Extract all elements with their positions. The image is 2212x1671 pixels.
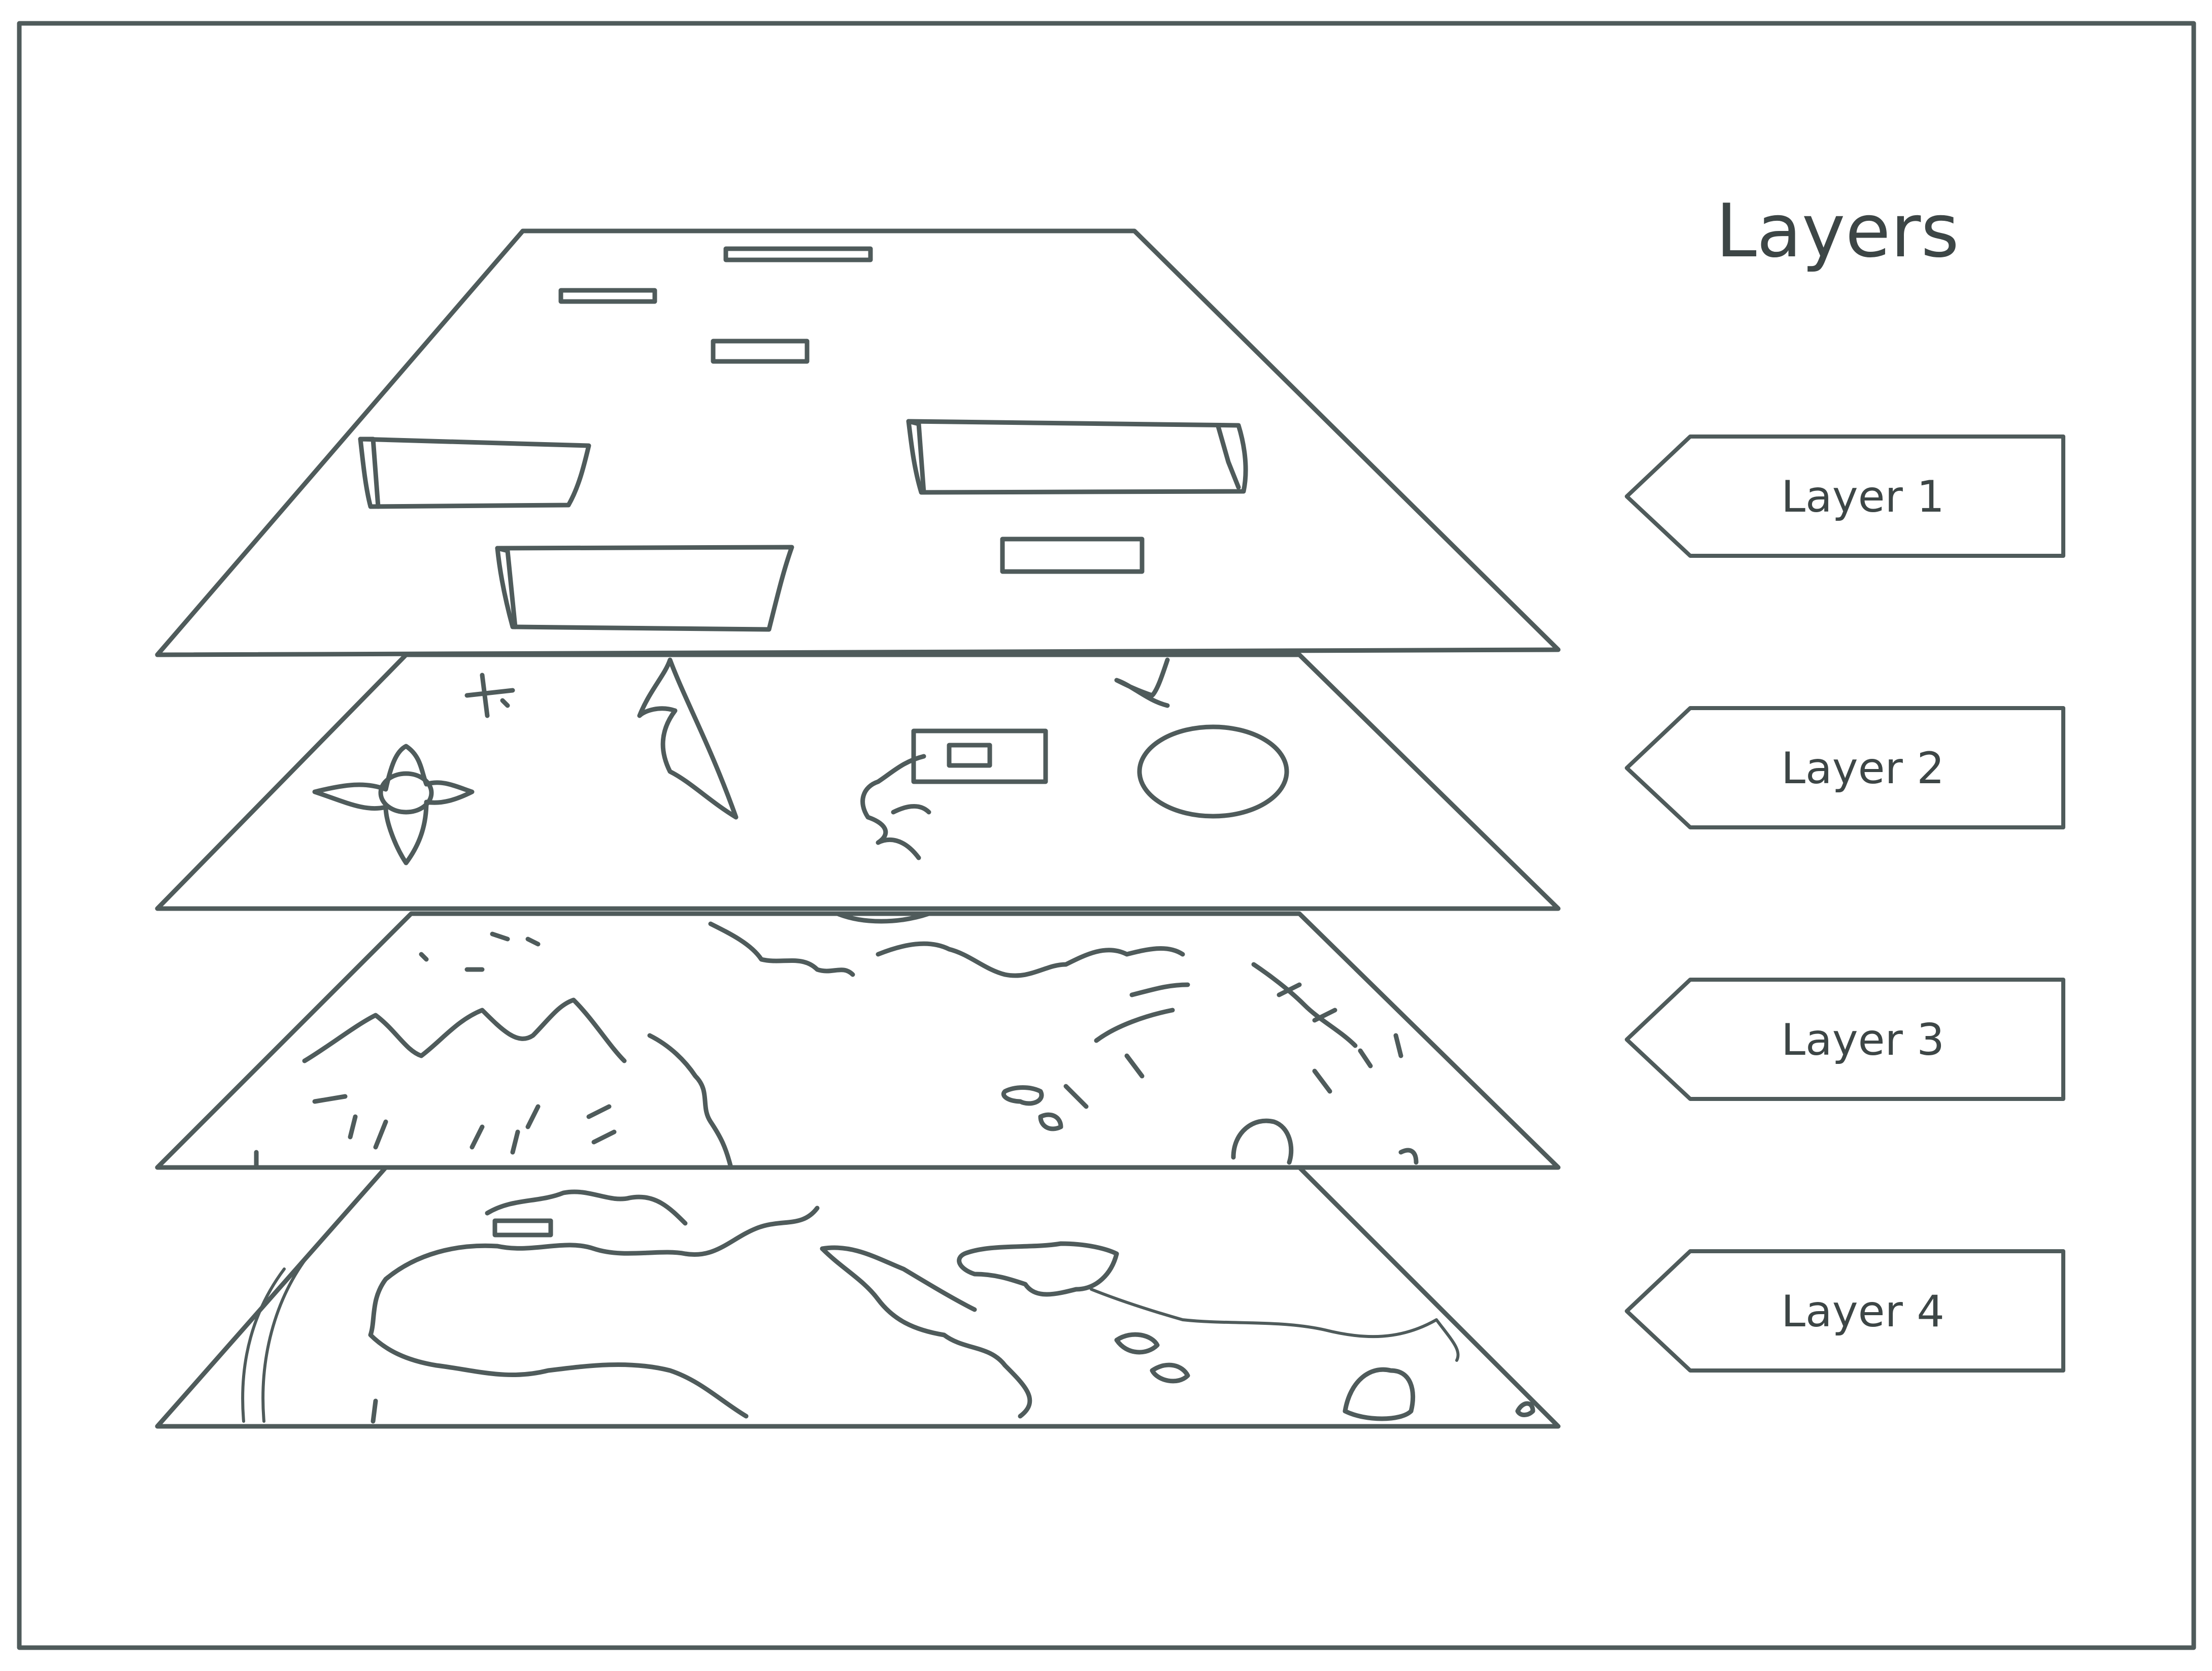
layer-4-tag: Layer 4 xyxy=(1625,1249,2065,1373)
layer-2-plane xyxy=(155,652,1561,911)
layer-1-plane xyxy=(155,228,1561,657)
layer-4-label: Layer 4 xyxy=(1781,1286,1945,1337)
layer-4-plane xyxy=(155,1165,1561,1429)
layer-2-label: Layer 2 xyxy=(1781,743,1945,794)
layer-3-tag: Layer 3 xyxy=(1625,978,2065,1101)
outer-frame xyxy=(17,21,2196,1650)
layer-4-map-sketch xyxy=(241,1189,1535,1424)
layer-1-tag: Layer 1 xyxy=(1625,435,2065,558)
layer-1-boxes-sketch xyxy=(358,246,1248,632)
layer-1-label: Layer 1 xyxy=(1781,472,1945,522)
layer-3-terrain-sketch xyxy=(254,911,1419,1170)
diagram-title: Layers xyxy=(1716,188,1959,274)
layer-3-label: Layer 3 xyxy=(1781,1015,1945,1065)
layer-2-symbols-sketch xyxy=(312,657,1289,865)
layer-3-plane xyxy=(155,911,1561,1170)
layer-2-tag: Layer 2 xyxy=(1625,706,2065,829)
